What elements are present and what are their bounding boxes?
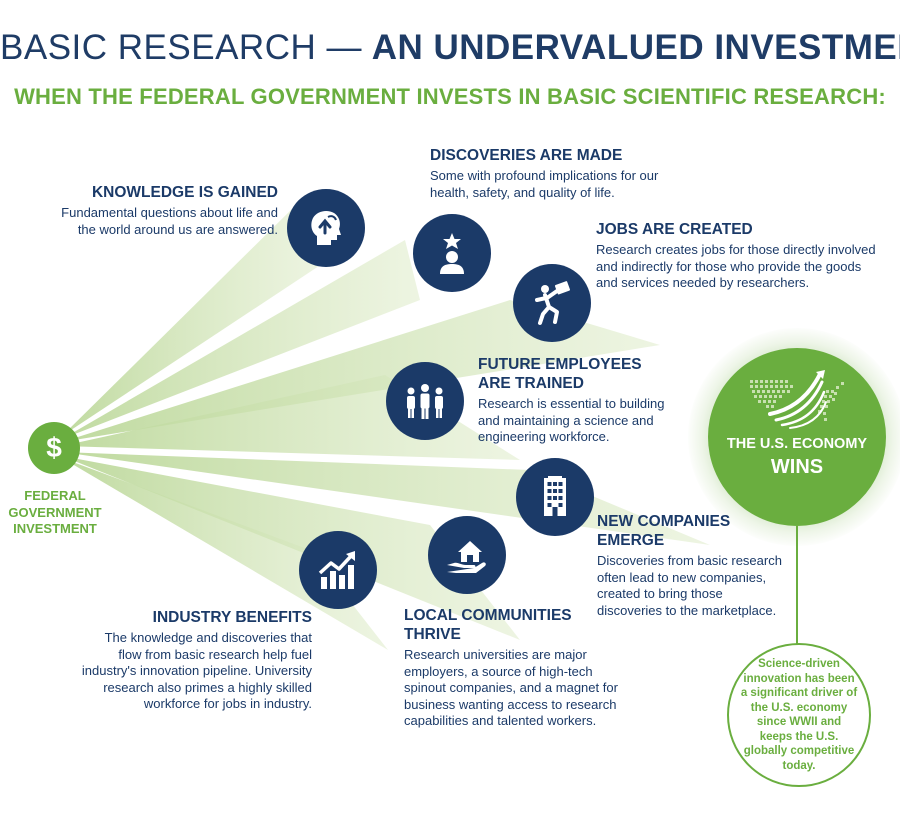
- node-companies: NEW COMPANIES EMERGE Discoveries from ba…: [597, 512, 797, 619]
- economy-note-text: Science-driven innovation has been a sig…: [740, 658, 858, 772]
- dollar-icon: $: [28, 422, 80, 474]
- node-title: LOCAL COMMUNITIES THRIVE: [404, 607, 572, 643]
- node-discoveries: DISCOVERIES ARE MADE Some with profound …: [430, 146, 730, 201]
- node-text: Some with profound implications for our …: [430, 168, 659, 200]
- economy-line1: THE U.S. ECONOMY: [726, 436, 868, 452]
- ray-discoveries: [62, 240, 420, 439]
- node-knowledge: KNOWLEDGE IS GAINED Fundamental question…: [58, 183, 278, 238]
- ray-industry: [62, 458, 388, 650]
- usa-map-icon: [750, 370, 844, 429]
- node-title: FUTURE EMPLOYEES ARE TRAINED: [478, 356, 642, 392]
- connector-line: [796, 526, 798, 644]
- economy-line2: WINS: [770, 456, 824, 478]
- person-briefcase-icon: [513, 264, 591, 342]
- node-jobs: JOBS ARE CREATED Research creates jobs f…: [596, 220, 876, 292]
- node-text: Research creates jobs for those directly…: [596, 242, 876, 290]
- page-title: BASIC RESEARCH — AN UNDERVALUED INVESTME…: [0, 26, 900, 70]
- page-subtitle: WHEN THE FEDERAL GOVERNMENT INVESTS IN B…: [14, 84, 886, 109]
- node-title: INDUSTRY BENEFITS: [152, 609, 312, 626]
- node-communities: LOCAL COMMUNITIES THRIVE Research univer…: [404, 606, 619, 730]
- node-text: The knowledge and discoveries that flow …: [81, 630, 312, 711]
- person-star-icon: [413, 214, 491, 292]
- hand-house-icon: [428, 516, 506, 594]
- node-employees: FUTURE EMPLOYEES ARE TRAINED Research is…: [478, 355, 678, 446]
- node-title: JOBS ARE CREATED: [596, 221, 753, 238]
- ray-jobs: [62, 300, 660, 442]
- node-title: DISCOVERIES ARE MADE: [430, 147, 623, 164]
- people-group-icon: [386, 362, 464, 440]
- source-label: FEDERAL GOVERNMENT INVESTMENT: [8, 488, 102, 536]
- node-text: Discoveries from basic research often le…: [597, 553, 782, 618]
- building-icon: [516, 458, 594, 536]
- title-bold: AN UNDERVALUED INVESTMENT: [371, 28, 900, 67]
- head-upload-icon: [287, 189, 365, 267]
- node-title: NEW COMPANIES EMERGE: [597, 513, 731, 549]
- node-title: KNOWLEDGE IS GAINED: [91, 184, 278, 201]
- node-text: Fundamental questions about life and the…: [61, 205, 278, 237]
- title-light: BASIC RESEARCH —: [0, 28, 362, 67]
- node-industry: INDUSTRY BENEFITS The knowledge and disc…: [80, 608, 312, 713]
- node-text: Research universities are major employer…: [404, 647, 618, 728]
- economy-note-circle: Science-driven innovation has been a sig…: [727, 643, 871, 787]
- economy-wins-circle: THE U.S. ECONOMY WINS: [708, 348, 886, 526]
- node-text: Research is essential to building and ma…: [478, 396, 665, 444]
- growth-chart-icon: [299, 531, 377, 609]
- ray-knowledge: [62, 206, 325, 436]
